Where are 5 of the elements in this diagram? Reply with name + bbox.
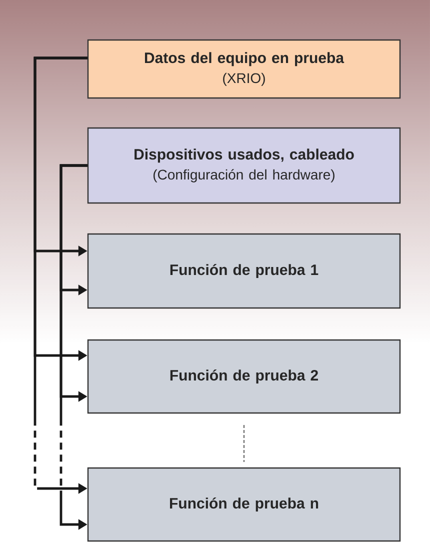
- process-box: Dispositivos usados, cableado (Configuración del hardware): [87, 127, 401, 204]
- process-box: Función de prueba 1: [87, 233, 401, 309]
- process-box: Función de prueba n: [87, 467, 401, 542]
- process-box: Función de prueba 2: [87, 339, 401, 414]
- process-box: Datos del equipo en prueba (XRIO): [87, 39, 401, 99]
